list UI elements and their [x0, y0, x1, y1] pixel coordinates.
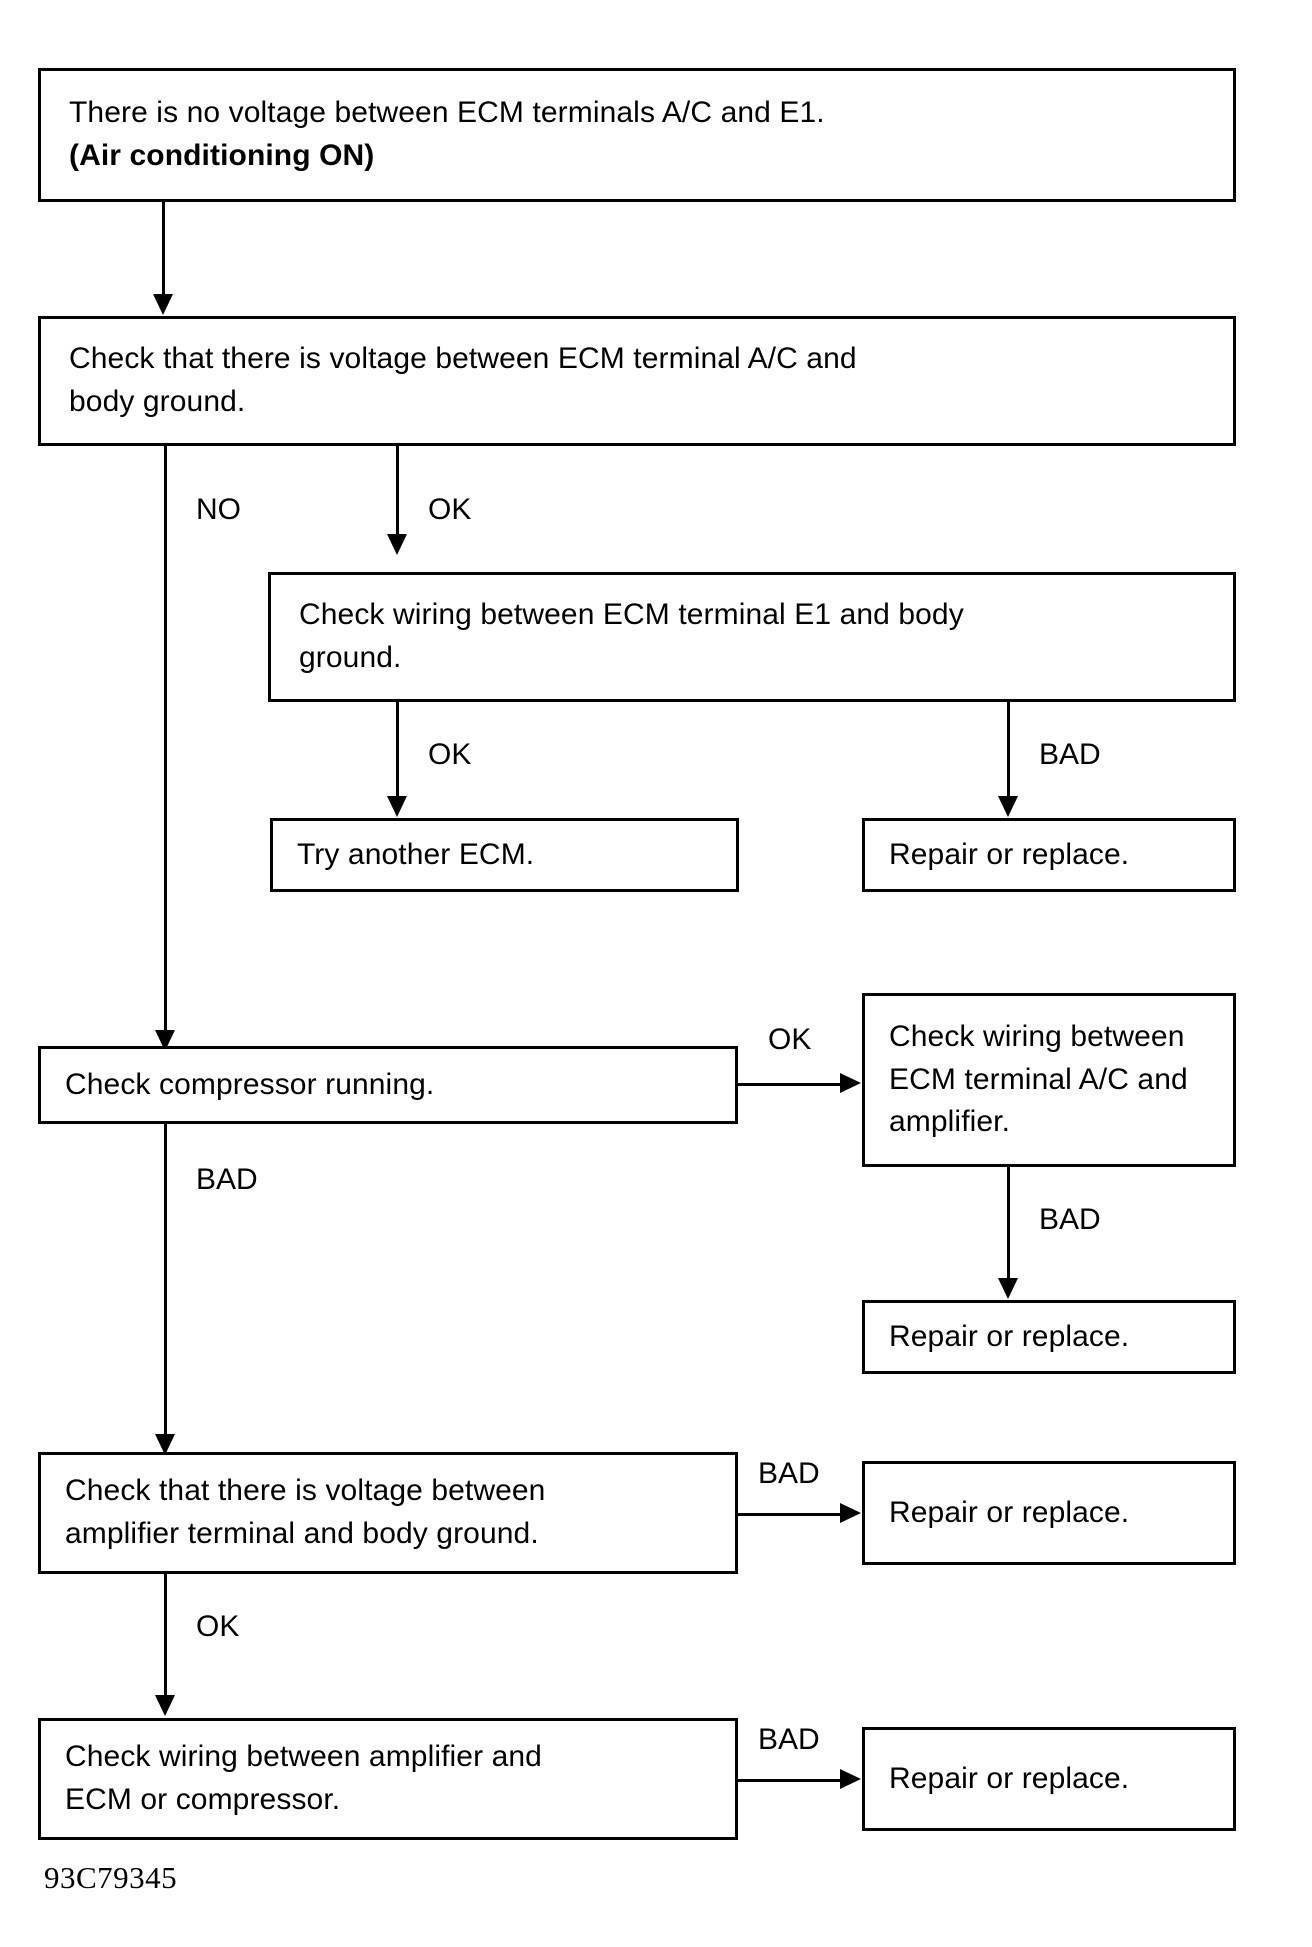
- node-check-wiring-amplifier-ecm-compressor-text: Check wiring between amplifier and ECM o…: [65, 1740, 542, 1816]
- node-repair-or-replace-amplifier-ecm-text: Repair or replace.: [889, 1761, 1130, 1795]
- edge-label-amplifier-wiring-bad: BAD: [758, 1723, 820, 1756]
- edge-ac-amplifier-bad-line: [1007, 1167, 1010, 1284]
- edge-amplifier-voltage-bad-line: [738, 1513, 848, 1516]
- edge-no-line: [164, 446, 167, 1040]
- node-symptom-line2: (Air conditioning ON): [69, 139, 375, 172]
- edge-e1-bad-arrow: [998, 796, 1018, 817]
- node-repair-or-replace-amplifier-voltage-text: Repair or replace.: [889, 1495, 1130, 1529]
- edge-label-compressor-bad: BAD: [196, 1163, 258, 1196]
- edge-ac-amplifier-bad-arrow: [998, 1278, 1018, 1299]
- edge-amplifier-wiring-bad-line: [738, 1779, 848, 1782]
- edge-e1-ok-line: [396, 702, 399, 802]
- node-check-wiring-ac-amplifier: Check wiring between ECM terminal A/C an…: [862, 993, 1236, 1167]
- edge-no-arrow: [155, 1030, 175, 1051]
- edge-e1-bad-line: [1007, 702, 1010, 802]
- node-check-compressor-running-text: Check compressor running.: [65, 1067, 435, 1101]
- edge-compressor-ok-line: [738, 1083, 848, 1086]
- edge-symptom-to-check-voltage-arrow: [153, 294, 173, 315]
- node-repair-or-replace-amplifier-wiring: Repair or replace.: [862, 1300, 1236, 1374]
- node-check-wiring-amplifier-ecm-compressor: Check wiring between amplifier and ECM o…: [38, 1718, 738, 1840]
- node-symptom: There is no voltage between ECM terminal…: [38, 68, 1236, 202]
- node-check-wiring-e1-body-ground-text: Check wiring between ECM terminal E1 and…: [299, 598, 964, 674]
- edge-label-ac-amplifier-bad: BAD: [1039, 1203, 1101, 1236]
- edge-compressor-bad-line: [164, 1124, 167, 1444]
- edge-label-e1-bad: BAD: [1039, 738, 1101, 771]
- edge-ok-e1-arrow: [387, 534, 407, 555]
- node-repair-or-replace-amplifier-voltage: Repair or replace.: [862, 1461, 1236, 1565]
- edge-label-ok-e1: OK: [428, 493, 472, 526]
- edge-label-no: NO: [196, 493, 241, 526]
- node-repair-or-replace-amplifier-ecm: Repair or replace.: [862, 1727, 1236, 1831]
- edge-amplifier-voltage-ok-line: [164, 1574, 167, 1702]
- node-try-another-ecm-text: Try another ECM.: [297, 837, 535, 871]
- node-check-wiring-e1-body-ground: Check wiring between ECM terminal E1 and…: [268, 572, 1236, 702]
- node-check-voltage-amplifier-body-ground: Check that there is voltage between ampl…: [38, 1452, 738, 1574]
- node-symptom-text: There is no voltage between ECM terminal…: [41, 92, 839, 177]
- node-check-voltage-ac-body-ground: Check that there is voltage between ECM …: [38, 316, 1236, 446]
- node-symptom-line1: There is no voltage between ECM terminal…: [69, 96, 825, 130]
- edge-label-amplifier-voltage-ok: OK: [196, 1610, 240, 1643]
- node-repair-or-replace-amplifier-wiring-text: Repair or replace.: [889, 1319, 1130, 1353]
- edge-label-amplifier-voltage-bad: BAD: [758, 1457, 820, 1490]
- node-check-voltage-amplifier-body-ground-text: Check that there is voltage between ampl…: [65, 1474, 546, 1550]
- edge-compressor-bad-arrow: [155, 1434, 175, 1455]
- edge-ok-e1-line: [396, 446, 399, 542]
- node-try-another-ecm: Try another ECM.: [270, 818, 739, 892]
- edge-e1-ok-arrow: [387, 796, 407, 817]
- node-repair-or-replace-e1-text: Repair or replace.: [889, 837, 1130, 871]
- node-check-wiring-ac-amplifier-text: Check wiring between ECM terminal A/C an…: [889, 1020, 1188, 1139]
- node-check-voltage-ac-body-ground-text: Check that there is voltage between ECM …: [69, 342, 857, 418]
- edge-label-compressor-ok: OK: [768, 1023, 812, 1056]
- node-repair-or-replace-e1: Repair or replace.: [862, 818, 1236, 892]
- edge-label-e1-ok: OK: [428, 738, 472, 771]
- edge-symptom-to-check-voltage-line: [162, 202, 165, 302]
- edge-amplifier-voltage-ok-arrow: [155, 1695, 175, 1716]
- edge-compressor-ok-arrow: [840, 1073, 861, 1093]
- node-check-compressor-running: Check compressor running.: [38, 1046, 738, 1124]
- figure-caption: 93C79345: [44, 1860, 178, 1895]
- edge-amplifier-voltage-bad-arrow: [840, 1503, 861, 1523]
- edge-amplifier-wiring-bad-arrow: [840, 1769, 861, 1789]
